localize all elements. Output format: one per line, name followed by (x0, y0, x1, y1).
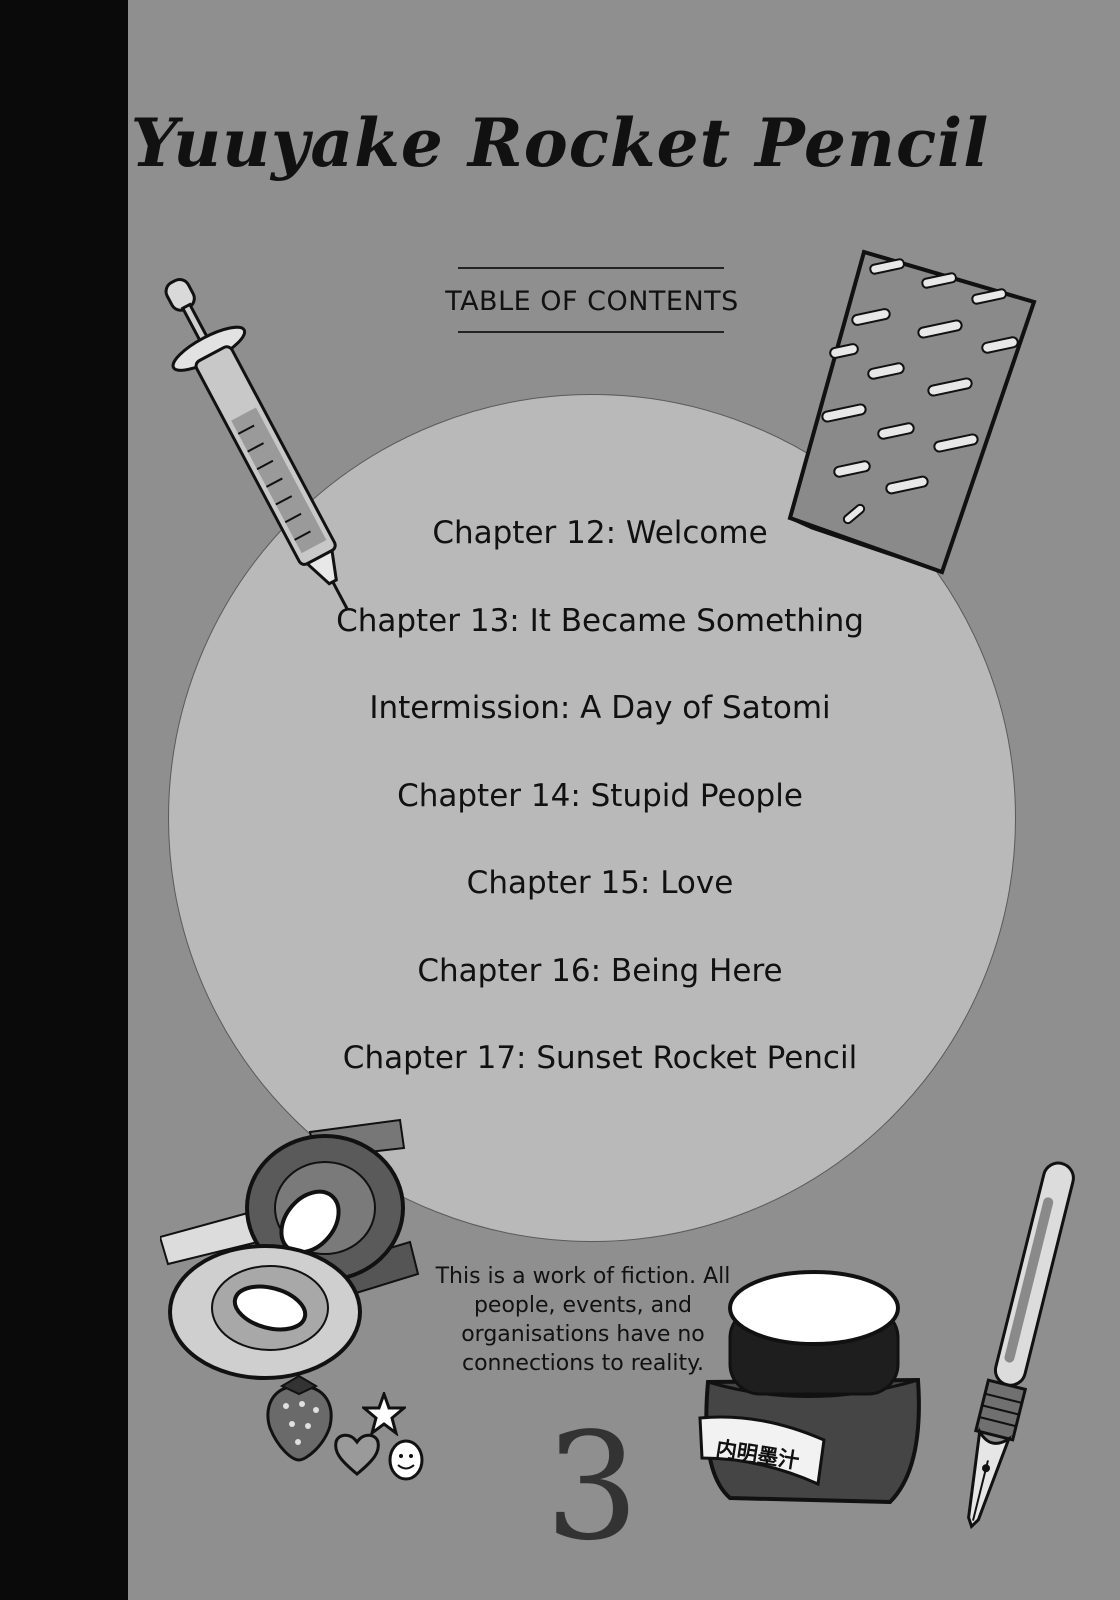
dip-pen-icon (967, 1161, 1075, 1530)
chapter-item: Chapter 17: Sunset Rocket Pencil (342, 1040, 858, 1076)
chapter-list: Chapter 12: Welcome Chapter 13: It Becam… (0, 515, 1120, 1128)
chapter-item: Chapter 13: It Became Something (336, 602, 864, 639)
toc-heading: TABLE OF CONTENTS (445, 286, 739, 317)
strawberry-icon (266, 1374, 333, 1462)
toc-rule-bottom (458, 331, 724, 333)
chapter-item: Chapter 14: Stupid People (397, 777, 803, 814)
toc-rule-top (458, 267, 724, 269)
book-spine (0, 0, 128, 1600)
gift-box-icon (787, 249, 1037, 575)
chapter-item: Chapter 12: Welcome (432, 515, 768, 551)
chapter-item: Chapter 16: Being Here (417, 952, 783, 989)
tape-rolls-icon (160, 1118, 420, 1380)
heart-icon (334, 1433, 380, 1476)
book-title: Yuuyake Rocket Pencil (130, 104, 990, 182)
ink-bottle-icon: 内明墨汁 (698, 1270, 921, 1505)
smiley-icon (388, 1439, 424, 1481)
fiction-disclaimer: This is a work of fiction. All people, e… (435, 1264, 731, 1376)
star-icon (362, 1392, 406, 1436)
chapter-item: Chapter 15: Love (466, 865, 734, 901)
syringe-icon (164, 278, 350, 611)
volume-number: 3 (545, 1401, 640, 1573)
chapter-item: Intermission: A Day of Satomi (369, 690, 831, 726)
